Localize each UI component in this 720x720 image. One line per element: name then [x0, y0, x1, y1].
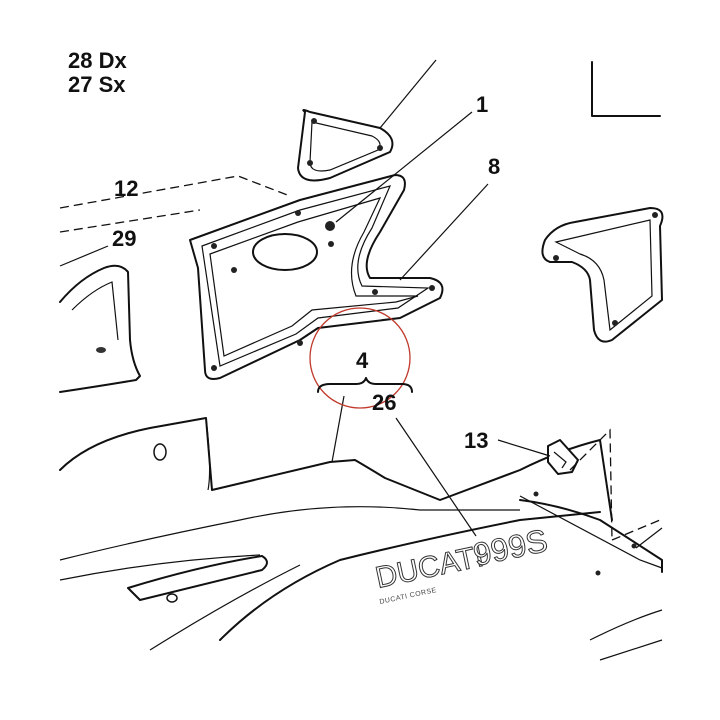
fairing-hole-left: [153, 443, 167, 461]
leader-lines: [59, 59, 663, 549]
label-ref-29: 29: [112, 226, 136, 251]
label-ref-26: 26: [372, 390, 396, 415]
highlight-circle: [309, 307, 411, 409]
label-ref-27: 27 Sx: [68, 72, 126, 97]
fairing-hole-bottom: [166, 593, 178, 603]
label-ref-1: 1: [476, 92, 488, 117]
triangle-bracket-part: [297, 109, 394, 182]
label-ref-13: 13: [464, 428, 488, 453]
reference-labels: 28 Dx 27 Sx 1 8 12 29 4 26 13: [68, 48, 500, 453]
left-fairing-part: [59, 264, 141, 393]
assembly-lines: [59, 175, 661, 541]
label-ref-12: 12: [114, 176, 138, 201]
decal-model: 999S: [470, 522, 551, 573]
right-bracket-part: [541, 207, 664, 343]
ducati-decal: DUCATI 999S DUCATI CORSE: [372, 522, 551, 606]
frame-corner: [591, 61, 661, 117]
label-ref-28: 28 Dx: [68, 48, 127, 73]
side-panel-part: [189, 174, 444, 380]
label-ref-8: 8: [488, 154, 500, 179]
group-brace: [317, 377, 413, 393]
clip-part: [547, 439, 579, 475]
label-ref-4: 4: [356, 348, 369, 373]
left-fairing-hole: [96, 347, 106, 353]
panel-oval-opening: [252, 233, 318, 271]
